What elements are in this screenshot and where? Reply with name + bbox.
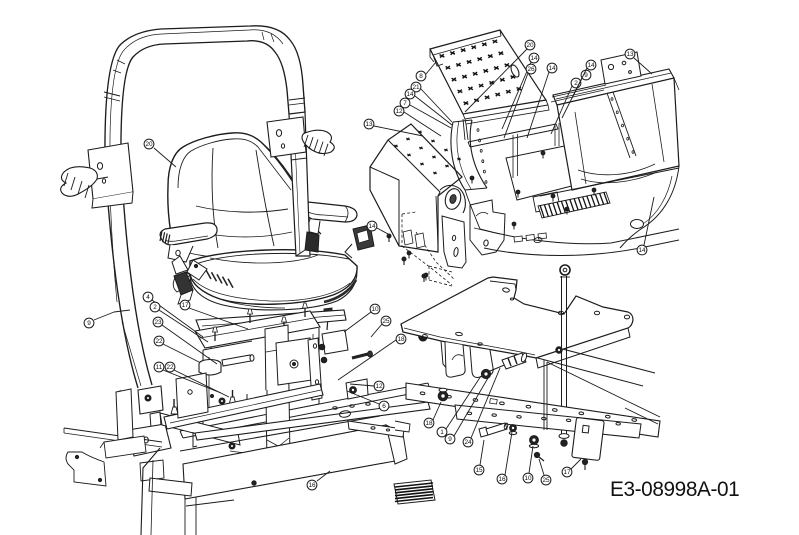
svg-text:16: 16: [308, 482, 316, 489]
svg-text:22: 22: [166, 364, 174, 371]
svg-text:14: 14: [368, 223, 376, 230]
svg-text:14: 14: [587, 62, 595, 69]
svg-text:14: 14: [530, 55, 538, 62]
svg-text:E3-08998A-01: E3-08998A-01: [610, 478, 739, 501]
svg-text:10: 10: [371, 306, 379, 313]
svg-text:9: 9: [584, 72, 588, 79]
svg-text:1: 1: [440, 429, 444, 436]
svg-text:24: 24: [464, 439, 472, 446]
svg-text:7: 7: [403, 100, 407, 107]
svg-text:26: 26: [527, 66, 535, 73]
svg-text:15: 15: [475, 467, 483, 474]
svg-text:2: 2: [153, 304, 157, 311]
svg-text:11: 11: [156, 364, 163, 371]
svg-text:17: 17: [563, 469, 571, 476]
svg-text:23: 23: [154, 319, 162, 326]
svg-text:21: 21: [412, 84, 420, 91]
svg-text:25: 25: [382, 318, 390, 325]
svg-text:14: 14: [638, 247, 646, 254]
svg-text:9: 9: [448, 436, 452, 443]
svg-text:18: 18: [397, 336, 405, 343]
svg-text:16: 16: [498, 476, 506, 483]
svg-text:17: 17: [181, 302, 189, 309]
svg-text:14: 14: [406, 91, 414, 98]
svg-text:18: 18: [425, 420, 433, 427]
svg-text:8: 8: [419, 73, 423, 80]
svg-text:4: 4: [146, 294, 150, 301]
svg-text:25: 25: [542, 477, 550, 484]
svg-text:20: 20: [526, 42, 534, 49]
svg-text:2: 2: [574, 80, 578, 87]
svg-text:12: 12: [395, 108, 403, 115]
svg-text:22: 22: [155, 338, 163, 345]
svg-text:14: 14: [548, 65, 556, 72]
svg-text:9: 9: [87, 320, 91, 327]
svg-text:10: 10: [524, 475, 532, 482]
svg-text:13: 13: [365, 121, 373, 128]
svg-text:12: 12: [375, 383, 383, 390]
svg-text:6: 6: [382, 403, 386, 410]
svg-text:20: 20: [145, 141, 153, 148]
svg-text:13: 13: [626, 51, 634, 58]
